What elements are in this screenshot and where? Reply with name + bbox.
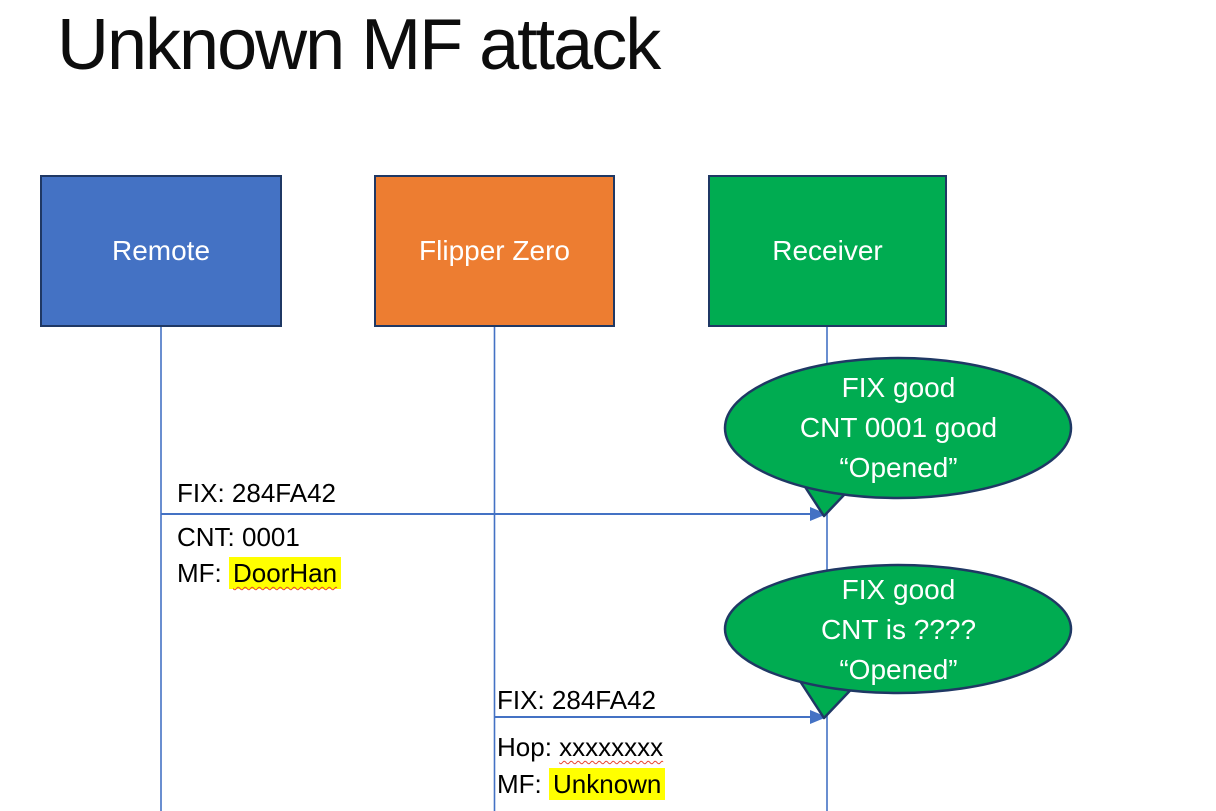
callout-1-line-1: FIX good — [841, 372, 956, 403]
callout-2-line-2: CNT is ???? — [820, 614, 977, 645]
message-2-hop-value: xxxxxxxx — [559, 732, 664, 762]
message-1-cnt-label: CNT: 0001 — [177, 522, 300, 552]
actor-label-remote: Remote — [111, 235, 211, 266]
callout-1-text: FIX good CNT 0001 good “Opened” — [725, 360, 1072, 496]
callout-1-line-2: CNT 0001 good — [799, 412, 998, 443]
message-2-fix-label: FIX: 284FA42 — [497, 685, 656, 715]
actor-label-receiver: Receiver — [772, 235, 883, 266]
callout-bubble-2 — [723, 563, 1073, 720]
message-2-mf-label: MF: Unknown — [497, 768, 666, 800]
callout-2-line-3: “Opened” — [839, 654, 958, 685]
message-2-mf-prefix: MF: — [497, 769, 549, 799]
actor-box-receiver: Receiver — [708, 175, 947, 327]
arrowhead-1 — [810, 507, 827, 521]
message-2-hop-prefix: Hop: — [497, 732, 560, 762]
message-2-mf-value-highlighted: Unknown — [549, 768, 666, 800]
page-title: Unknown MF attack — [57, 5, 661, 85]
callout-2-text: FIX good CNT is ???? “Opened” — [725, 566, 1072, 694]
callout-1-ellipse — [723, 356, 1073, 500]
arrowhead-2 — [810, 710, 827, 724]
callout-2-ellipse — [723, 563, 1073, 695]
message-1-fix-label: FIX: 284FA42 — [177, 478, 336, 508]
actor-box-flipper-zero: Flipper Zero — [374, 175, 615, 327]
callout-bubble-1 — [723, 356, 1073, 518]
message-1-mf-prefix: MF: — [177, 558, 229, 588]
message-1-mf-value-highlighted: DoorHan — [229, 557, 342, 589]
actor-label-flipper-zero: Flipper Zero — [419, 235, 570, 266]
message-2-hop-label: Hop: xxxxxxxx — [497, 731, 663, 763]
message-1-mf-label: MF: DoorHan — [177, 557, 342, 589]
callout-2-line-1: FIX good — [841, 574, 956, 605]
actor-box-remote: Remote — [40, 175, 282, 327]
callout-1-line-3: “Opened” — [839, 452, 958, 483]
